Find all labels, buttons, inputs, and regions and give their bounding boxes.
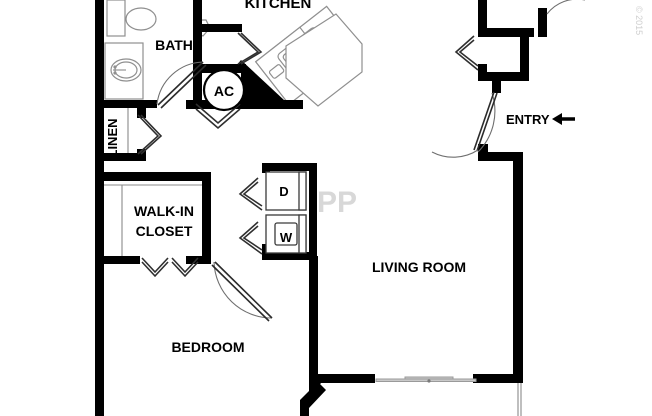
entry-label: ENTRY <box>506 112 550 127</box>
faucet-knob-2 <box>113 71 117 75</box>
wall-entry-lower-stub <box>478 64 487 81</box>
room-label-kitchen: KITCHEN <box>245 0 312 12</box>
linen-bifold-door <box>137 114 163 155</box>
wall-entry-right-upper <box>538 8 547 37</box>
wall-closet-bottom-left <box>95 256 140 264</box>
wall-entry-door-jamb <box>492 81 501 93</box>
dryer-label: D <box>279 184 288 199</box>
entry-door-leaf-edge <box>476 92 498 152</box>
wall-laundry-left-jamb <box>262 163 270 173</box>
wall-laundry-bottom <box>262 252 317 260</box>
room-label-livingroom: LIVING ROOM <box>372 259 466 275</box>
wall-entry-lower <box>478 72 529 81</box>
ac-circle <box>202 68 246 112</box>
wall-bedroom-right <box>309 256 318 384</box>
walkin-closet-shelving <box>104 184 205 256</box>
dryer-appliance: D <box>265 171 307 211</box>
wall-living-top-jamb <box>478 144 488 161</box>
bedroom-door <box>211 261 273 322</box>
room-label-walkin: WALK-IN <box>134 203 194 219</box>
wall-ac-divider <box>202 64 246 73</box>
wall-bath-right-upper <box>193 0 202 28</box>
ac-label: AC <box>214 83 234 99</box>
wall-laundry-right <box>309 163 317 259</box>
washer-drum <box>274 222 298 246</box>
wall-closet-top <box>95 172 211 181</box>
wall-ac-top-stub <box>232 24 241 32</box>
room-label-bath: BATH <box>155 37 193 53</box>
washer-closet-door <box>238 221 263 255</box>
living-top-door-swing <box>431 149 479 158</box>
ac-closet-door <box>195 103 241 130</box>
wall-left-bedroom <box>95 160 104 416</box>
kitchen-pantry-door <box>237 32 263 65</box>
bath-door-leaf-edge <box>160 64 207 109</box>
wall-linen-jamb-bottom <box>137 149 146 161</box>
wall-bath-bottom <box>95 100 157 108</box>
kitchen-island-secondary <box>285 13 363 107</box>
dryer-panel <box>298 171 307 211</box>
washer-label: W <box>280 230 293 245</box>
entry-closet-door <box>454 35 479 71</box>
bedroom-door-leaf-edge <box>211 264 270 322</box>
wall-entry-horizontal <box>478 28 534 37</box>
bath-door <box>156 61 207 109</box>
faucet-knob-1 <box>113 65 117 69</box>
ac-unit: AC <box>202 68 246 112</box>
wall-ac-top <box>202 24 242 32</box>
entry-arrow-icon <box>552 113 575 125</box>
entry-door-leaf <box>473 91 495 151</box>
wall-laundry-top <box>262 163 317 171</box>
wall-linen-bottom <box>95 153 143 161</box>
slider-handle <box>427 379 431 383</box>
bath-door-leaf <box>157 61 204 106</box>
entry-door <box>473 91 498 153</box>
wall-left-bath <box>95 0 104 104</box>
wall-closet-bottom-right <box>186 256 211 264</box>
wall-bedroom-bottom <box>318 374 375 383</box>
washer-panel <box>298 214 307 254</box>
wall-linen-jamb-top <box>137 104 146 118</box>
wall-bedroom-corner-diag <box>300 382 326 416</box>
wall-entry-vert <box>520 28 529 80</box>
sliding-glass-door <box>375 376 477 383</box>
room-label-closet: CLOSET <box>136 223 193 239</box>
slider-track <box>375 378 477 382</box>
bath-fixtures-group <box>104 0 157 100</box>
bedroom-door-leaf <box>214 261 273 319</box>
wall-living-right <box>513 160 523 382</box>
wall-entry-left <box>478 0 487 36</box>
dryer-closet-door <box>238 177 263 211</box>
copyright-text: © 2015 <box>634 6 644 35</box>
toilet-fixture <box>125 7 157 31</box>
wall-living-top <box>485 152 523 161</box>
upper-right-door-swing <box>546 0 585 15</box>
wall-closet-right <box>202 172 211 262</box>
wall-kitchen-angle <box>236 60 284 106</box>
island-secondary-outline <box>285 13 363 107</box>
room-label-bedroom: BEDROOM <box>171 339 244 355</box>
walkin-closet-doors <box>141 257 199 278</box>
wall-kitchen-bottom <box>241 100 303 109</box>
cooktop-marking <box>268 64 285 79</box>
watermark-text: PP <box>317 186 357 219</box>
room-label-linen: LINEN <box>105 119 120 158</box>
wall-living-bottom-right <box>473 374 523 383</box>
bathtub-fixture <box>106 0 126 37</box>
washer-appliance: W <box>265 214 307 254</box>
wall-left-linen <box>95 104 104 160</box>
